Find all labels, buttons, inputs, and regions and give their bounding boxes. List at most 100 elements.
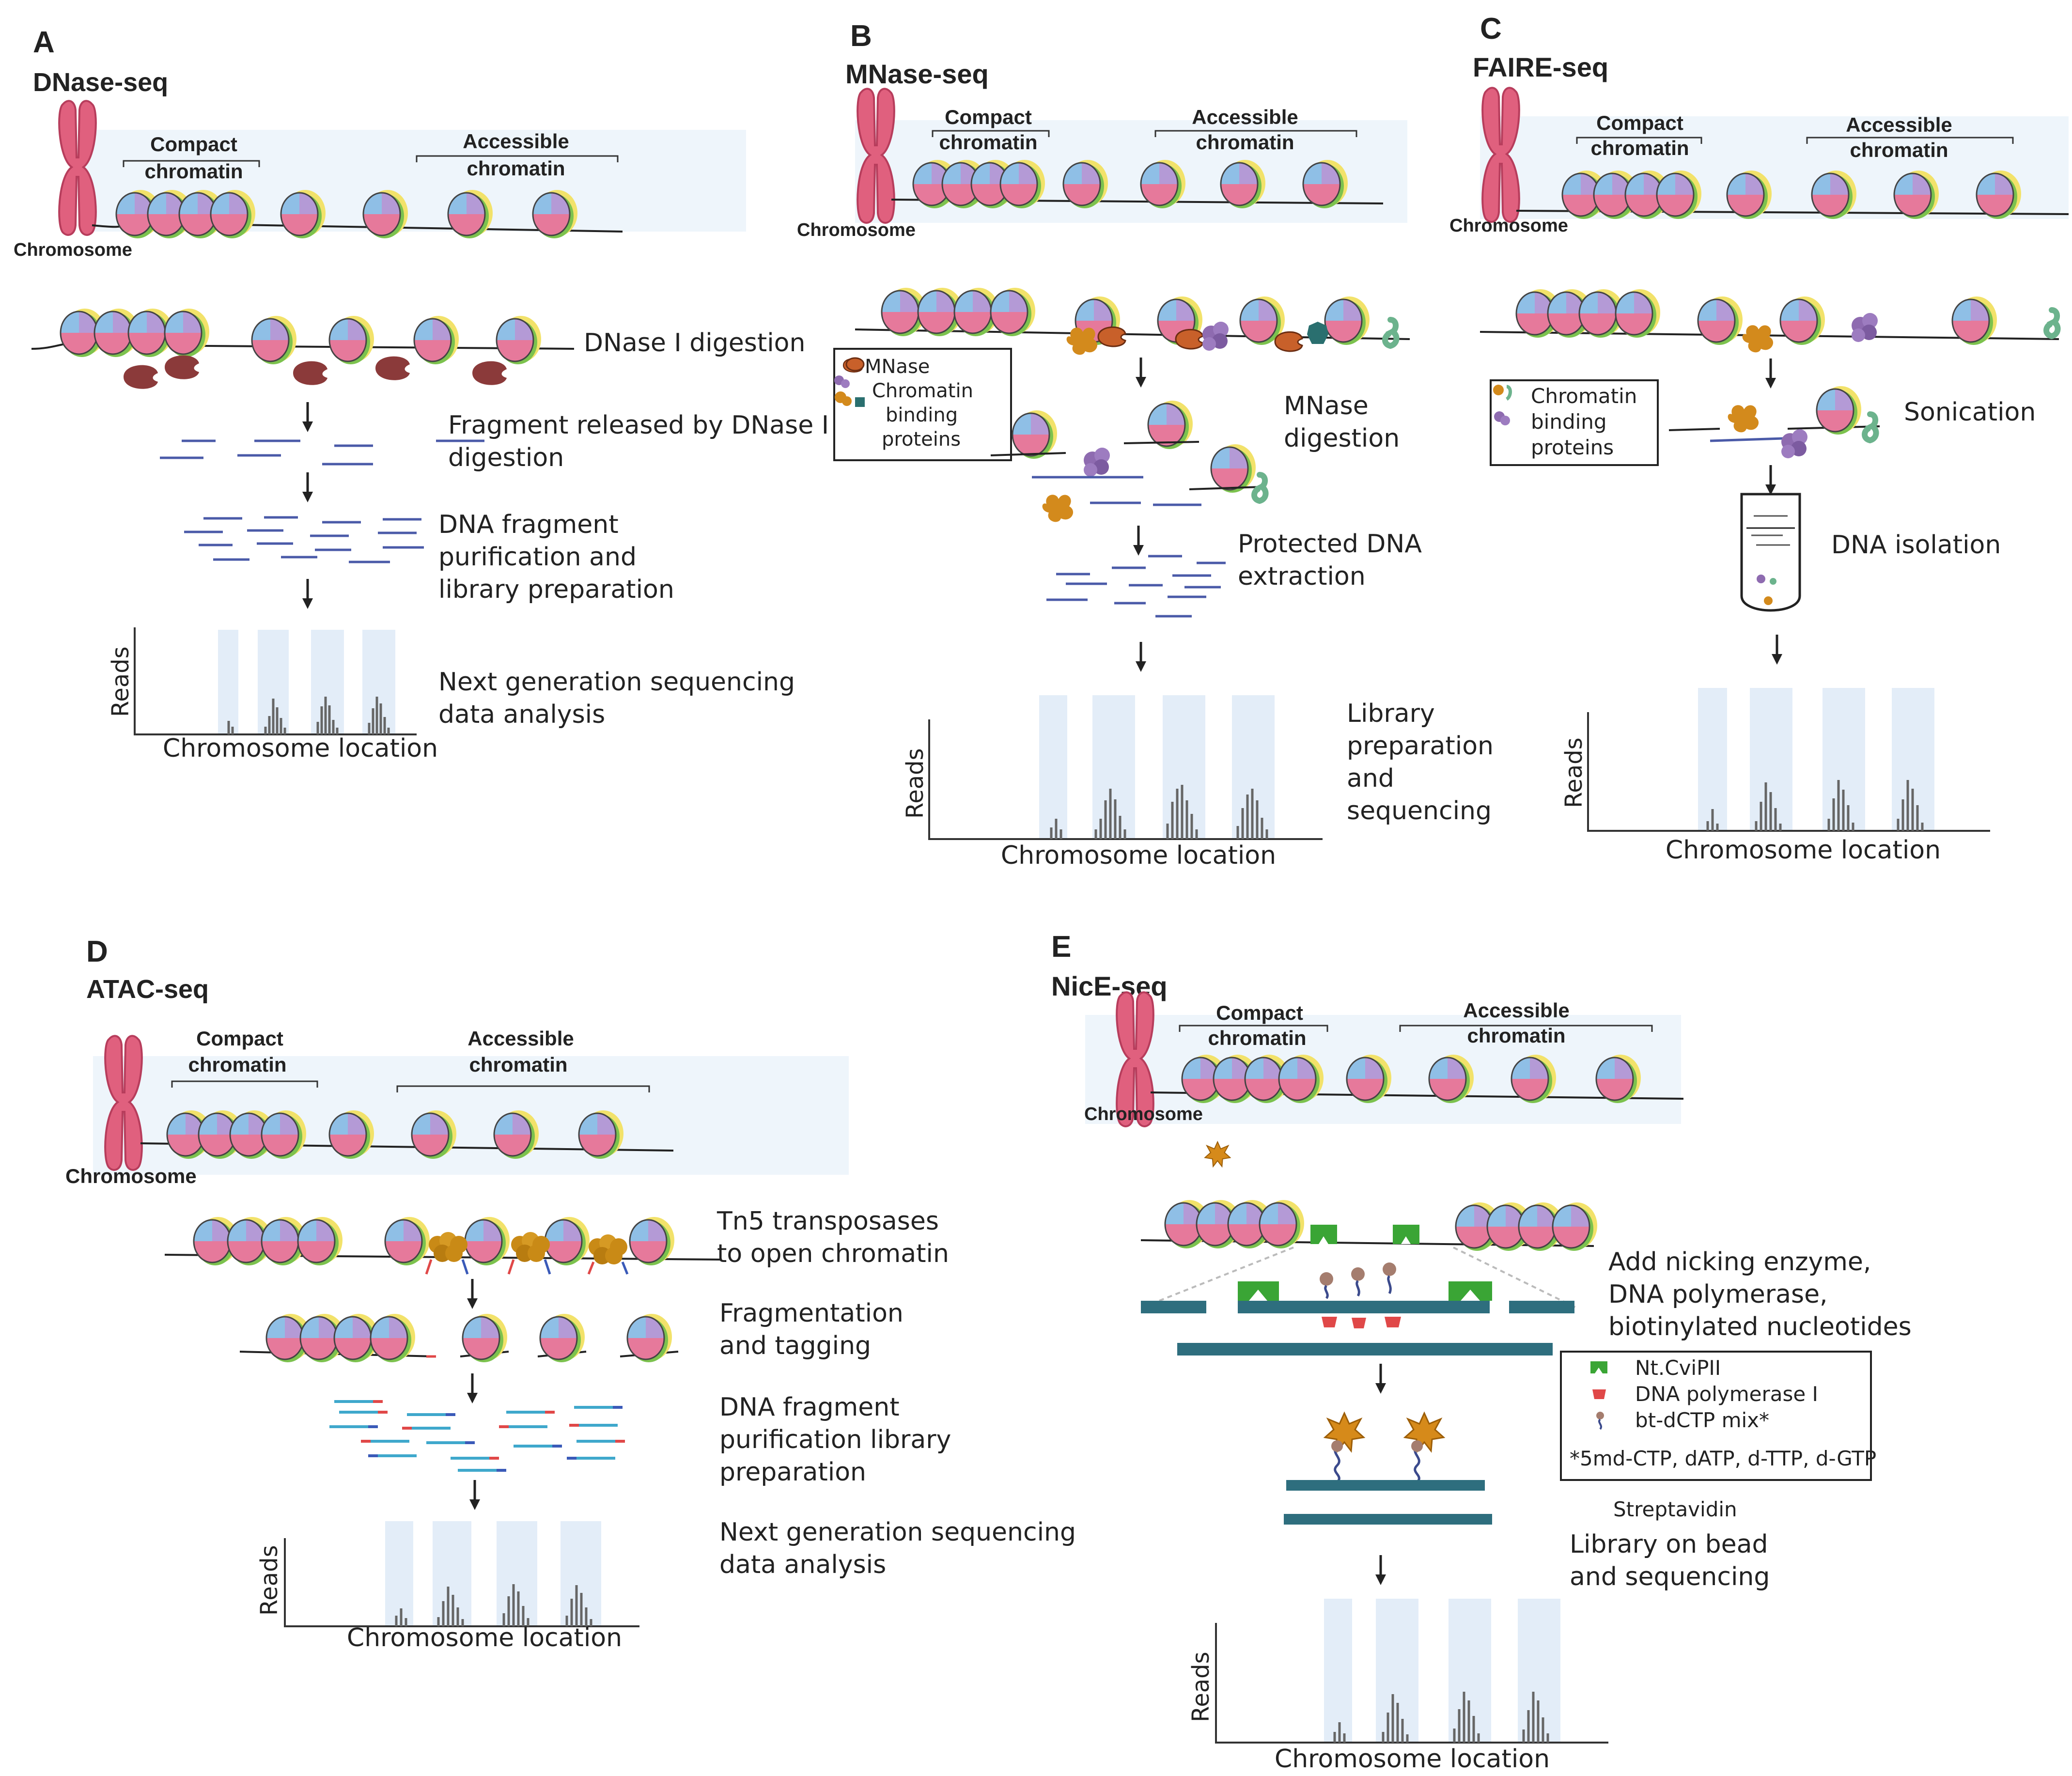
compact-label-2: chromatin xyxy=(1208,1027,1306,1049)
step-protected-dna-1: Protected DNA xyxy=(1238,530,1422,559)
step-purification-2: purification and xyxy=(438,543,637,572)
step-dna-fragment-2: purification library xyxy=(719,1425,951,1454)
reads-chart: Reads Chromosome location xyxy=(1560,688,1990,865)
panel-d-letter: D xyxy=(86,935,108,968)
accessible-label-2: chromatin xyxy=(1196,131,1294,154)
reads-axis-label: Reads xyxy=(1187,1651,1215,1722)
panel-b-title: MNase-seq xyxy=(845,59,989,89)
protected-fragments xyxy=(1046,555,1226,618)
step-tn5-1: Tn5 transposases xyxy=(717,1207,939,1236)
step-fragmentation-1: Fragmentation xyxy=(719,1299,904,1328)
accessible-label-1: Accessible xyxy=(463,130,569,153)
released-fragments xyxy=(160,439,484,466)
reads-chart: Reads Chromosome location xyxy=(256,1521,639,1652)
legend-proteins: proteins xyxy=(1531,436,1614,459)
step-library-4: sequencing xyxy=(1347,796,1492,826)
step-fragmentation-2: and tagging xyxy=(719,1331,871,1360)
chrom-location-axis-label: Chromosome location xyxy=(1275,1745,1550,1774)
accessible-bracket xyxy=(396,1085,650,1092)
legend-icons xyxy=(834,357,865,407)
chromosome-label: Chromosome xyxy=(797,220,916,240)
step-dna-fragment-3: preparation xyxy=(719,1458,866,1487)
chromosome-label: Chromosome xyxy=(14,240,132,260)
step-fragment-released-2: digestion xyxy=(448,443,564,472)
step-library-bead-2: and sequencing xyxy=(1570,1562,1770,1591)
accessible-label-2: chromatin xyxy=(469,1053,567,1076)
sonication-products xyxy=(1668,385,1880,458)
legend-streptavidin: Streptavidin xyxy=(1613,1497,1737,1521)
legend-binding: binding xyxy=(886,404,958,426)
step-library-bead-1: Library on bead xyxy=(1570,1530,1768,1559)
step-tn5-2: to open chromatin xyxy=(717,1239,949,1268)
step-ngs-1: Next generation sequencing xyxy=(438,668,795,697)
compact-label-2: chromatin xyxy=(188,1053,286,1076)
panel-c: C FAIRE-seq Chromosome Compact chromatin… xyxy=(1449,12,2069,865)
chromosome-label: Chromosome xyxy=(1449,216,1568,236)
streptavidin-beads xyxy=(1284,1412,1492,1525)
accessible-label-1: Accessible xyxy=(467,1027,574,1050)
step-library-1: Library xyxy=(1347,699,1435,728)
accessible-label-1: Accessible xyxy=(1192,106,1298,128)
panel-b-letter: B xyxy=(850,19,872,53)
accessible-bracket xyxy=(1399,1025,1653,1032)
panel-a-letter: A xyxy=(33,26,55,59)
step-ngs-1: Next generation sequencing xyxy=(719,1518,1076,1547)
step-purification-3: library preparation xyxy=(438,575,674,604)
step-sonication: Sonication xyxy=(1904,398,2036,427)
tagged-fragments xyxy=(329,1400,625,1472)
digested-nucleosomes xyxy=(990,400,1266,522)
chrom-location-axis-label: Chromosome location xyxy=(163,734,438,763)
panel-a: A DNase-seq Chromosome Compact chromatin… xyxy=(14,26,829,763)
panel-c-title: FAIRE-seq xyxy=(1473,52,1608,82)
accessible-label-2: chromatin xyxy=(467,157,565,180)
compact-bracket xyxy=(932,130,1050,137)
chrom-location-axis-label: Chromosome location xyxy=(1666,836,1941,865)
reads-axis-label: Reads xyxy=(902,748,929,819)
nucleosome-array xyxy=(60,308,542,365)
step-dna-fragment-1: DNA fragment xyxy=(719,1393,900,1422)
panel-d: D ATAC-seq Chromosome Compact chromatin … xyxy=(65,935,1076,1652)
step-protected-dna-2: extraction xyxy=(1238,562,1366,591)
compact-label-1: Compact xyxy=(1596,111,1683,134)
chrom-location-axis-label: Chromosome location xyxy=(347,1623,622,1652)
compact-label-1: Compact xyxy=(196,1027,283,1050)
step-ngs-2: data analysis xyxy=(438,700,605,729)
step-add-enzymes-1: Add nicking enzyme, xyxy=(1608,1247,1871,1277)
step-fragment-released-1: Fragment released by DNase I xyxy=(448,411,829,440)
legend-icons xyxy=(1590,1361,1607,1430)
compact-bracket xyxy=(1179,1025,1328,1032)
step-purification-1: DNA fragment xyxy=(438,510,619,539)
streptavidin-icon xyxy=(1204,1141,1231,1167)
compact-label-2: chromatin xyxy=(1590,137,1689,159)
zoom-line-left xyxy=(1140,1246,1294,1309)
reads-chart: Reads Chromosome location xyxy=(107,627,438,763)
reads-axis-label: Reads xyxy=(256,1545,283,1616)
compact-label-1: Compact xyxy=(1216,1001,1303,1024)
accessible-label-1: Accessible xyxy=(1463,999,1569,1022)
accessible-label-2: chromatin xyxy=(1850,139,1948,161)
compact-label-1: Compact xyxy=(150,133,237,156)
legend-box xyxy=(1560,1351,1872,1481)
accessible-label-1: Accessible xyxy=(1846,113,1952,136)
compact-label-2: chromatin xyxy=(939,131,1037,154)
panel-d-title: ATAC-seq xyxy=(86,975,209,1004)
chrom-location-axis-label: Chromosome location xyxy=(1001,841,1276,870)
legend-proteins: proteins xyxy=(882,428,961,451)
tn5-transposases xyxy=(425,1232,629,1275)
nicking-enzymes xyxy=(1310,1225,1419,1244)
fragmented-chromatin xyxy=(239,1313,679,1363)
legend-dna-polymerase: DNA polymerase I xyxy=(1635,1382,1818,1406)
panel-a-title: DNase-seq xyxy=(33,68,168,97)
accessible-label-2: chromatin xyxy=(1467,1024,1565,1047)
compact-bracket xyxy=(171,1080,318,1088)
legend-box xyxy=(1490,379,1659,466)
nicked-dna xyxy=(1141,1262,1574,1355)
step-library-3: and xyxy=(1347,764,1394,793)
purified-fragments xyxy=(184,516,424,563)
step-ngs-2: data analysis xyxy=(719,1550,886,1579)
compact-bracket xyxy=(123,160,260,167)
step-library-2: preparation xyxy=(1347,732,1494,761)
panel-e: E NicE-seq Chromosome Compact chromatin … xyxy=(1051,930,1912,1774)
zoom-line-right xyxy=(1453,1246,1577,1309)
